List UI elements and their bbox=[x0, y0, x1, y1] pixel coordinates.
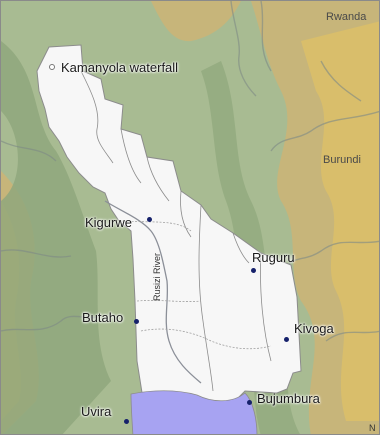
compass-north-label: N bbox=[369, 423, 376, 433]
place-label-kivoga: Kivoga bbox=[294, 321, 334, 336]
study-area-valley bbox=[36, 44, 302, 406]
terrain-streams bbox=[1, 1, 379, 342]
place-label-uvira: Uvira bbox=[81, 404, 112, 419]
midland-west bbox=[1, 41, 111, 434]
lake-tanganyika bbox=[130, 390, 258, 434]
place-label-ruguru: Ruguru bbox=[252, 250, 295, 265]
roads bbox=[120, 220, 272, 350]
settlement-dot-kivoga bbox=[284, 337, 289, 342]
river-label-rusizi: Rusizi River bbox=[152, 252, 162, 301]
place-label-bujumbura: Bujumbura bbox=[257, 391, 320, 406]
country-label-rwanda: Rwanda bbox=[326, 11, 367, 23]
place-label-kamanyola: Kamanyola waterfall bbox=[61, 60, 179, 75]
settlement-dot-bujumbura bbox=[247, 400, 252, 405]
place-label-kigurwe: Kigurwe bbox=[85, 215, 132, 230]
country-label-burundi: Burundi bbox=[323, 154, 361, 166]
settlement-dot-uvira bbox=[124, 419, 129, 424]
highland-north bbox=[151, 1, 241, 42]
settlement-dot-kigurwe bbox=[147, 217, 152, 222]
place-label-butaho: Butaho bbox=[82, 310, 124, 325]
settlement-dot-butaho bbox=[134, 319, 139, 324]
study-area-subdivisions bbox=[80, 70, 272, 392]
kamanyola-waterfall-marker bbox=[49, 64, 55, 70]
settlement-dot-ruguru bbox=[251, 268, 256, 273]
highland-east-gold bbox=[301, 21, 379, 421]
